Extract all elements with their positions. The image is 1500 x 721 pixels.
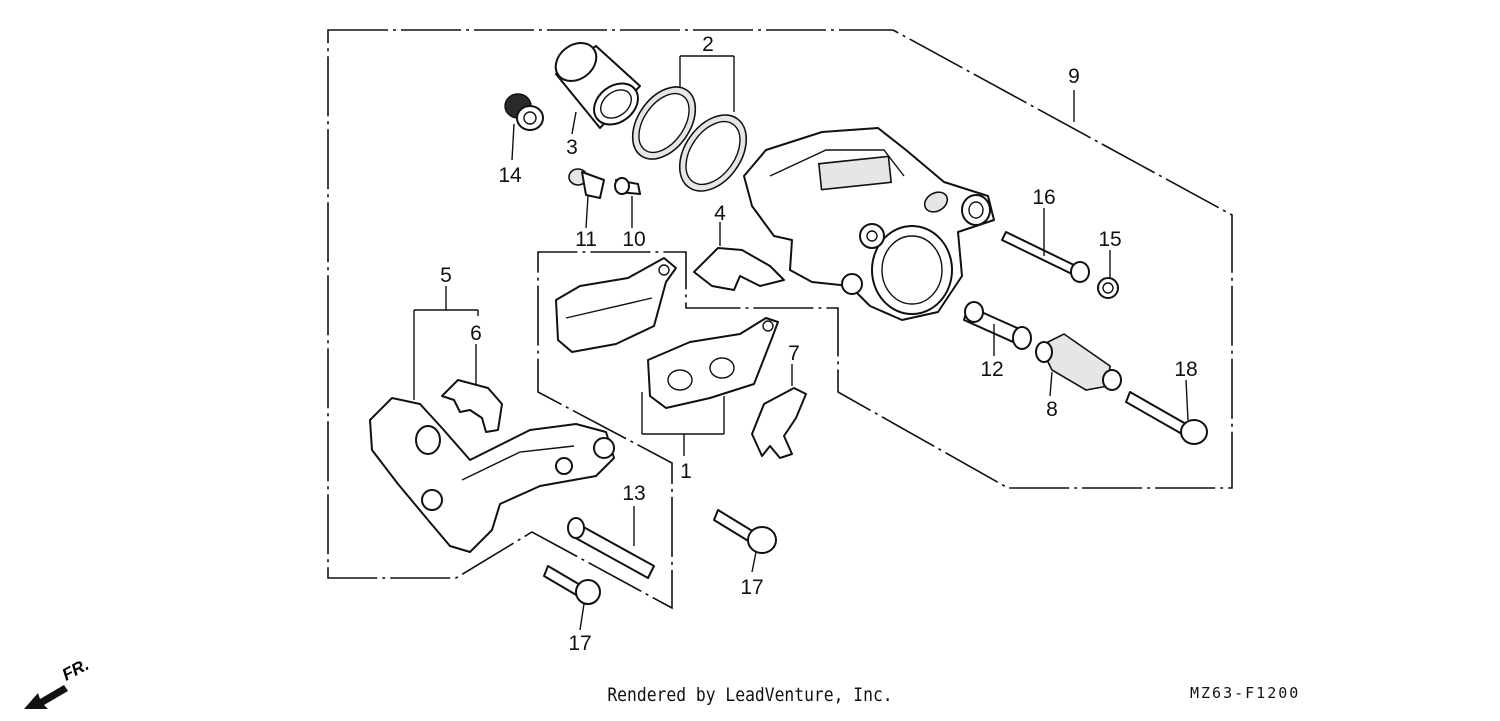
part-5-bracket xyxy=(369,397,615,553)
callout-3: 3 xyxy=(566,136,578,159)
part-6-bracket-clip xyxy=(441,379,503,433)
part-4-pad-spring xyxy=(693,247,785,291)
direction-label: FR. xyxy=(59,655,92,685)
part-3-piston xyxy=(554,41,641,129)
callout-8: 8 xyxy=(1046,398,1058,421)
render-credit: Rendered by LeadVenture, Inc. xyxy=(607,684,893,706)
front-arrow-icon xyxy=(24,685,68,709)
part-13-pin xyxy=(567,517,655,579)
drawing-code: MZ63-F1200 xyxy=(1190,684,1301,702)
part-17-bolt-a xyxy=(543,565,601,605)
callout-7: 7 xyxy=(788,342,800,365)
part-18-bolt xyxy=(1125,391,1208,445)
callout-6: 6 xyxy=(470,322,482,345)
part-2-seals xyxy=(631,86,748,192)
callout-9: 9 xyxy=(1068,65,1080,88)
part-1-pad-inner xyxy=(647,317,779,409)
callout-12: 12 xyxy=(980,358,1003,381)
callout-2: 2 xyxy=(702,33,714,56)
callout-13: 13 xyxy=(622,482,645,505)
part-7-retainer xyxy=(751,387,807,459)
assembly-frame xyxy=(327,29,1233,610)
part-12-sleeve xyxy=(963,301,1032,350)
part-14-cap xyxy=(504,93,544,131)
callout-17-right: 17 xyxy=(740,576,763,599)
callout-4: 4 xyxy=(714,202,726,225)
callouts: 2 9 3 14 16 4 11 10 15 5 6 7 12 18 8 1 1… xyxy=(440,33,1198,655)
part-10-bleeder-valve xyxy=(614,177,641,195)
callout-18: 18 xyxy=(1174,358,1197,381)
part-15-cap xyxy=(1097,277,1119,299)
callout-15: 15 xyxy=(1098,228,1121,251)
part-16-pin-bolt xyxy=(1001,231,1090,283)
callout-17-left: 17 xyxy=(568,632,591,655)
part-11-bleeder-cap xyxy=(568,168,605,199)
part-1-pad-outer xyxy=(555,257,677,353)
front-direction-marker: FR. xyxy=(24,655,92,709)
leader-lines xyxy=(413,55,1189,631)
callout-16: 16 xyxy=(1032,186,1055,209)
callout-11: 11 xyxy=(575,228,597,251)
part-9-caliper-body xyxy=(743,127,995,321)
callout-5: 5 xyxy=(440,264,452,287)
callout-14: 14 xyxy=(498,164,522,187)
callout-10: 10 xyxy=(622,228,645,251)
part-17-bolt-b xyxy=(713,509,777,554)
part-8-boot xyxy=(1035,333,1122,391)
callout-1: 1 xyxy=(680,460,692,483)
